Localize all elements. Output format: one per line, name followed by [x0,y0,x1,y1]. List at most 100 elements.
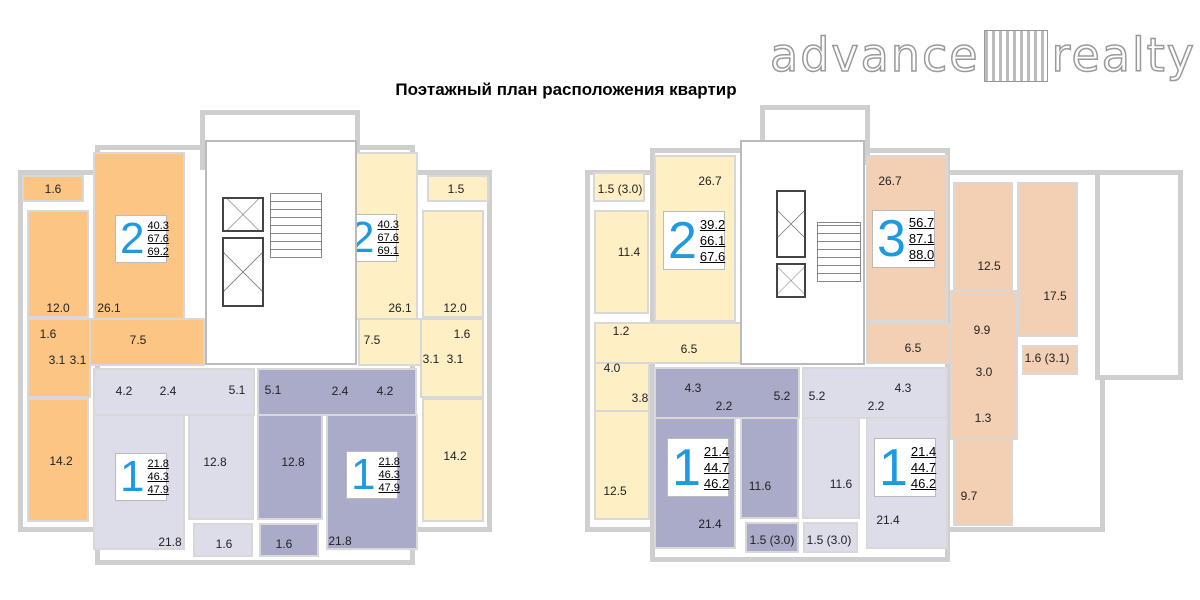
area-label: 1.3 [974,411,992,425]
balcony [745,522,799,553]
area-label: 5.2 [808,389,826,403]
area-label: 3.0 [975,365,993,379]
room-count: 2 [668,211,697,270]
area-label: 7.5 [363,333,381,347]
total-area-balcony: 47.9 [147,483,169,496]
logo-text-right: realty [1051,27,1196,83]
total-area: 66.1 [699,232,726,248]
balcony [22,175,84,202]
kitchen [422,210,484,318]
total-area: 67.6 [147,232,169,245]
living-area: 40.3 [147,219,169,232]
living-area: 40.3 [377,218,399,231]
total-area: 67.6 [377,231,399,244]
room-count: 1 [351,450,376,499]
area-label: 9.7 [960,489,978,503]
hall [89,318,205,366]
bathrooms [27,318,91,398]
area-label: 26.1 [388,301,412,315]
area-label: 11.4 [617,245,641,259]
total-area: 46.3 [378,468,400,481]
area-label: 4.3 [684,381,702,395]
area-label: 6.5 [904,341,922,355]
bedroom [27,398,89,522]
kitchen [27,210,89,318]
area-label: 14.2 [49,454,73,468]
area-label: 2.4 [159,384,177,398]
total-area-balcony: 88.0 [908,247,935,262]
room-count: 3 [877,210,906,268]
page-title: Поэтажный план расположения квартир [395,80,737,99]
area-label: 12.5 [603,484,627,498]
area-label: 7.5 [129,333,147,347]
room-count: 1 [672,438,701,497]
bedroom [953,182,1013,292]
hall [257,368,417,416]
total-area-balcony: 69.1 [377,244,399,257]
area-label: 1.6 [453,327,471,341]
corridor [950,290,1018,440]
living-area: 21.8 [147,457,169,470]
balcony [593,172,645,202]
elevator-icon [222,197,264,232]
living-area: 39.2 [699,216,726,232]
area-label: 12.8 [281,455,305,469]
balcony [803,522,858,553]
total-area-balcony: 69.2 [147,245,169,258]
kitchen [594,210,649,314]
area-label: 12.8 [203,455,227,469]
area-label: 6.5 [680,342,698,356]
balcony [193,523,253,557]
area-label: 3.1 [48,353,66,367]
total-area: 87.1 [908,231,935,246]
elevator-icon [222,237,264,307]
area-label: 14.2 [443,449,467,463]
area-label: 9.9 [973,323,991,337]
area-label: 4.2 [376,384,394,398]
room-count: 1 [879,438,908,497]
hall [866,322,952,364]
area-label: 3.8 [631,391,649,405]
balcony [427,175,489,202]
hall [358,318,422,366]
elevator-icon [776,190,806,258]
kitchen [802,417,860,519]
area-label: 1.5 (3.0) [806,533,852,547]
kitchen [257,414,323,520]
kitchen [188,414,254,520]
living-area: 56.7 [908,215,935,230]
area-label: 1.6 (3.1) [1024,351,1070,365]
area-label: 2.2 [715,399,733,413]
area-label: 1.2 [612,324,630,338]
bedroom [422,398,484,522]
total-area: 46.3 [147,470,169,483]
kitchen [740,417,799,519]
area-label: 3.1 [446,352,464,366]
area-label: 26.1 [97,301,121,315]
staircase-icon [270,193,322,258]
right-building-wing [1095,170,1183,380]
bathroom [594,362,650,412]
area-label: 1.6 [215,537,233,551]
area-label: 1.5 [447,182,465,196]
area-label: 11.6 [748,479,772,493]
balcony [1022,345,1078,375]
total-area: 44.7 [703,459,730,475]
area-label: 3.1 [69,353,87,367]
hall [654,367,800,419]
bathrooms [420,318,484,398]
area-label: 1.6 [275,537,293,551]
area-label: 12.5 [977,259,1001,273]
total-area: 44.7 [910,459,937,475]
area-label: 2.2 [867,399,885,413]
area-label: 12.0 [443,301,467,315]
total-area-balcony: 46.2 [703,475,730,491]
living-area: 21.8 [378,455,400,468]
area-label: 26.7 [878,174,902,188]
